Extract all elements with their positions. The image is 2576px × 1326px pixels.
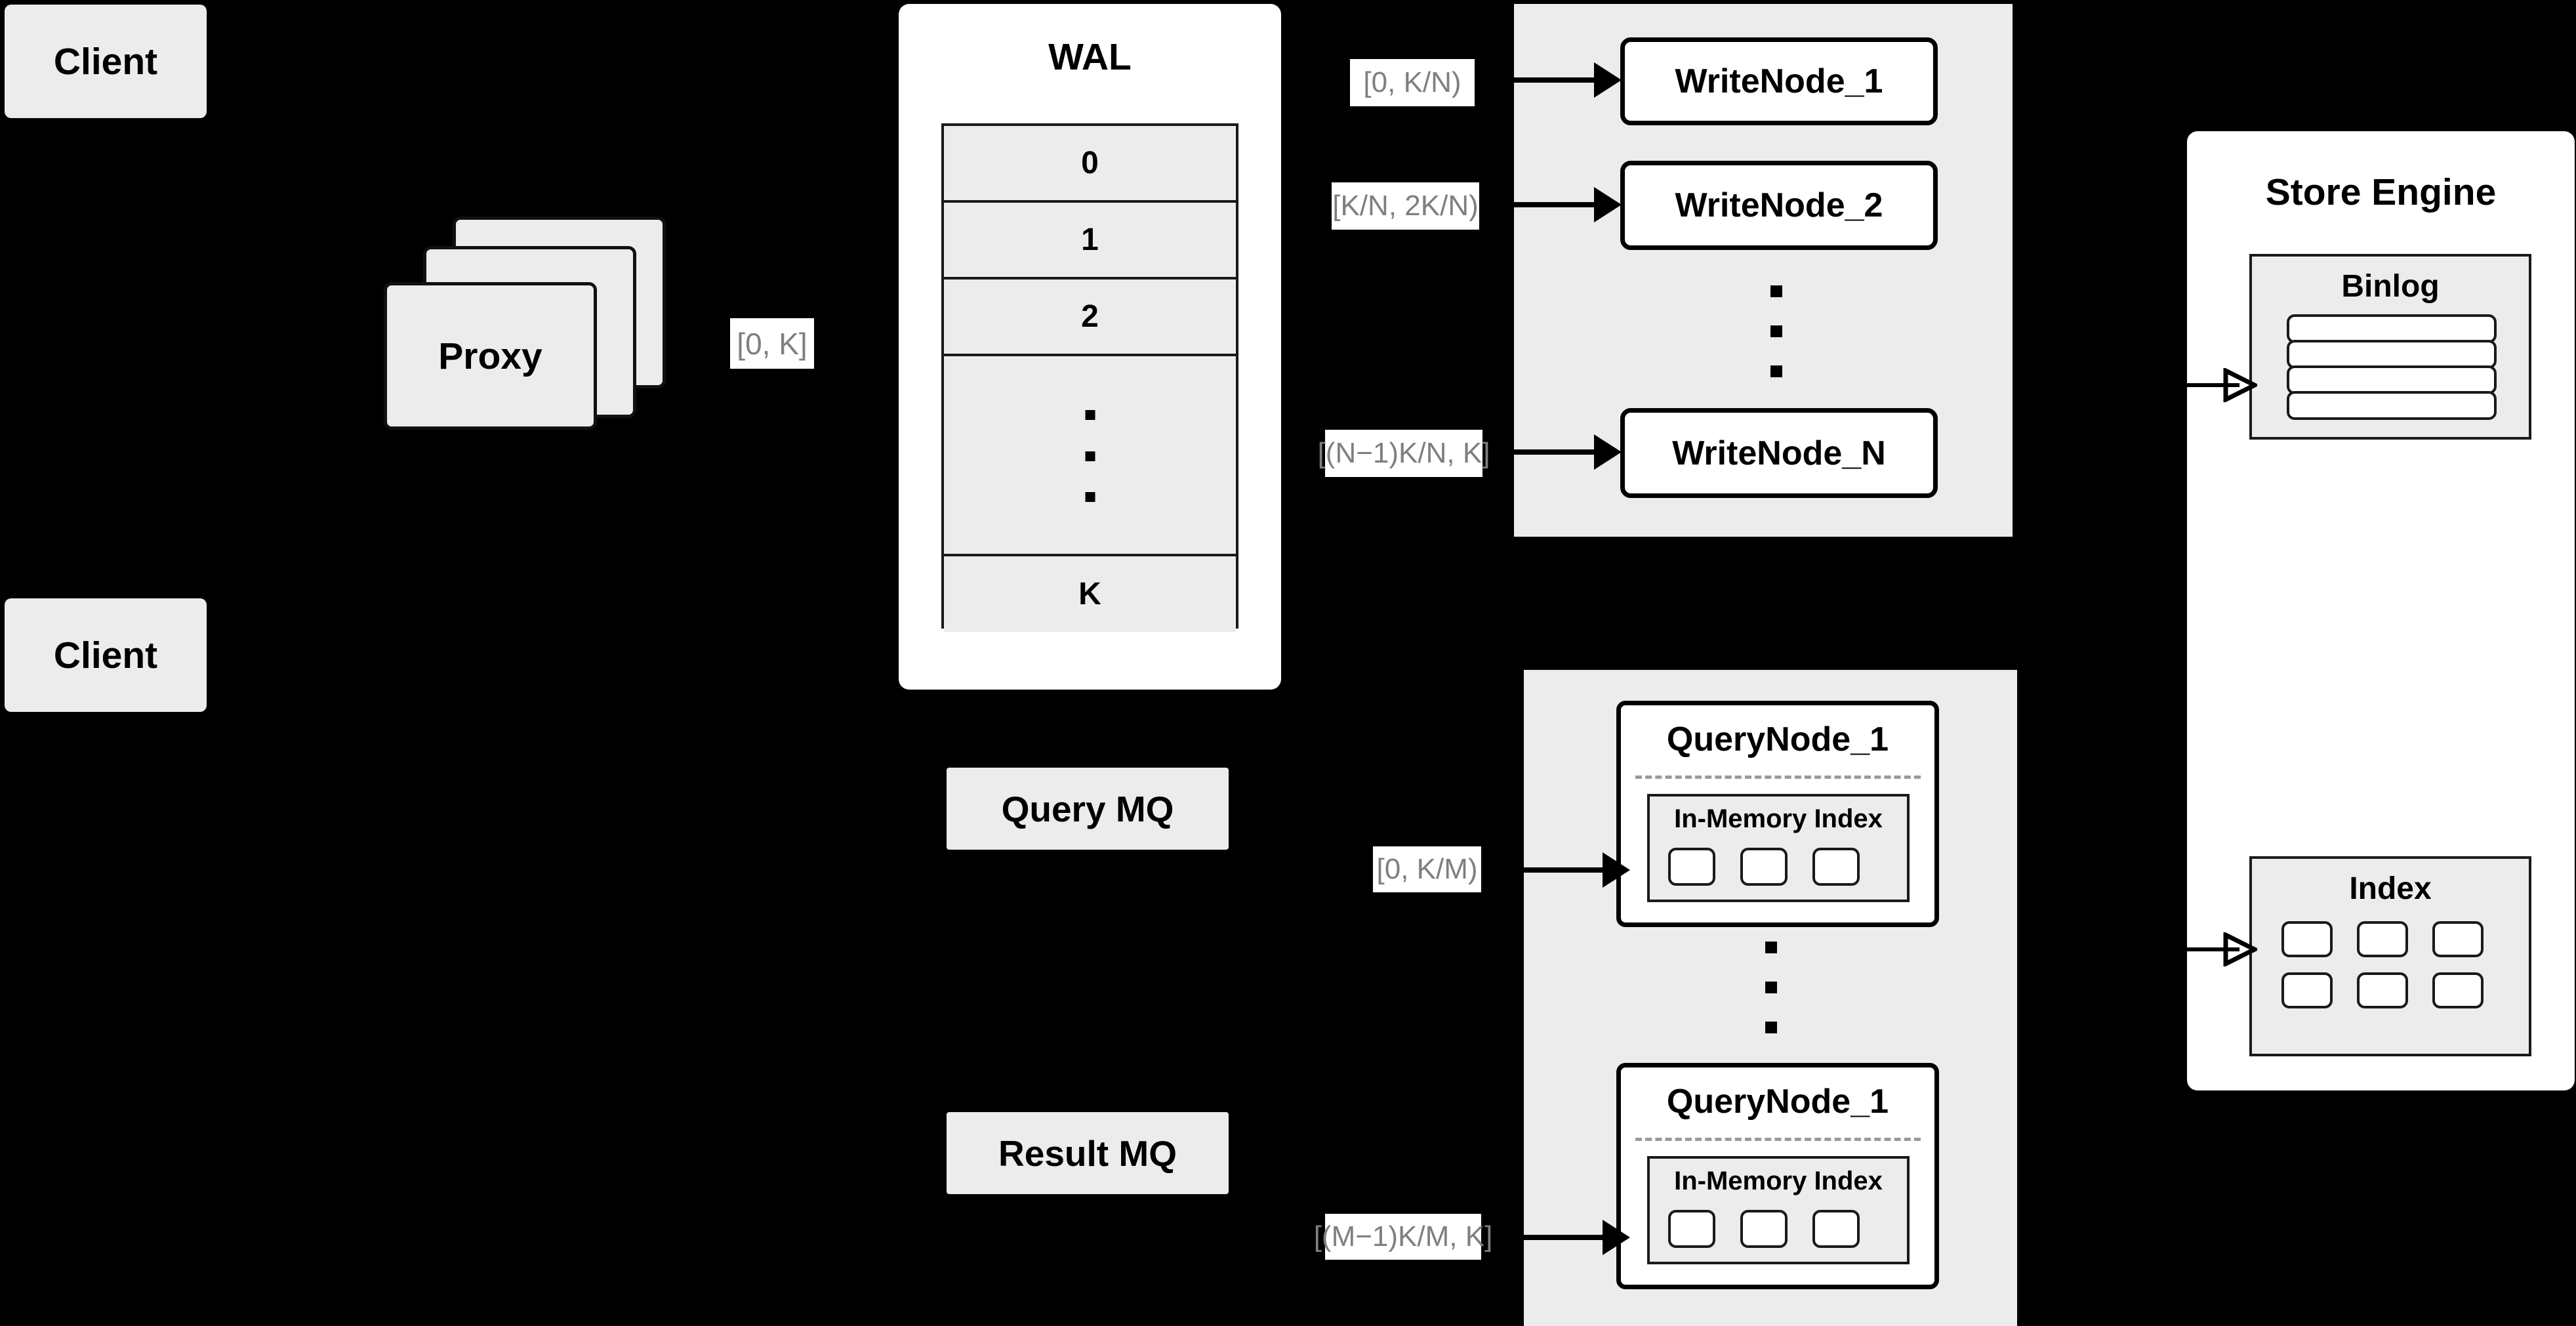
- query-arrow-head-2: [1603, 1220, 1630, 1255]
- index-slot[interactable]: [1812, 848, 1860, 886]
- store-engine-title: Store Engine: [2265, 171, 2497, 213]
- binlog-row[interactable]: [2287, 340, 2497, 369]
- binlog-row[interactable]: [2287, 365, 2497, 394]
- index-slot[interactable]: [1668, 848, 1715, 886]
- query-node-2-title: QueryNode_1: [1666, 1083, 1889, 1121]
- query-node-2-divider: [1635, 1138, 1921, 1141]
- index-slot[interactable]: [1740, 848, 1788, 886]
- write-cluster-vertical-ellipsis-icon: [1770, 285, 1783, 377]
- write-arrow-line-2: [1514, 202, 1606, 207]
- query-node-2-index-title: In-Memory Index: [1674, 1167, 1883, 1195]
- store-index-slot[interactable]: [2432, 972, 2484, 1008]
- result-mq-label: Result MQ: [998, 1132, 1177, 1174]
- client-label-1: Client: [53, 40, 158, 83]
- query-arrow-line-2: [1524, 1235, 1616, 1240]
- wal-row-ellipsis: [944, 356, 1236, 556]
- query-node-1-title: QueryNode_1: [1666, 720, 1889, 758]
- result-mq-box[interactable]: Result MQ: [947, 1112, 1229, 1194]
- binlog-arrow-head-open-icon: [2223, 368, 2257, 402]
- store-index-slot[interactable]: [2432, 921, 2484, 957]
- index-arrow-head-open-icon: [2223, 932, 2257, 966]
- proxy-range-label: [0, K]: [730, 318, 814, 369]
- query-node-1[interactable]: QueryNode_1 In-Memory Index: [1616, 701, 1939, 927]
- wal-title: WAL: [1048, 36, 1132, 78]
- proxy-box[interactable]: Proxy: [384, 282, 597, 430]
- write-arrow-head-n: [1594, 434, 1622, 470]
- index-slot[interactable]: [1668, 1210, 1715, 1248]
- wal-row-2[interactable]: 2: [944, 280, 1236, 356]
- client-box-2[interactable]: Client: [5, 598, 207, 712]
- query-range-label-2: [(M−1)K/M, K]: [1314, 1214, 1492, 1260]
- query-cluster-vertical-ellipsis-icon: [1765, 942, 1778, 1033]
- client-box-1[interactable]: Client: [5, 5, 207, 118]
- index-box: Index: [2249, 856, 2531, 1056]
- write-arrow-line-1: [1514, 77, 1606, 83]
- query-arrow-head-1: [1603, 852, 1630, 888]
- client-label-2: Client: [53, 634, 158, 676]
- binlog-row[interactable]: [2287, 314, 2497, 343]
- query-node-2[interactable]: QueryNode_1 In-Memory Index: [1616, 1063, 1939, 1289]
- index-title: Index: [2349, 871, 2432, 906]
- wal-row-1[interactable]: 1: [944, 203, 1236, 280]
- query-arrow-line-1: [1524, 867, 1616, 873]
- query-range-label-1: [0, K/M): [1373, 846, 1481, 892]
- binlog-box: Binlog: [2249, 254, 2531, 440]
- write-node-n[interactable]: WriteNode_N: [1620, 408, 1938, 498]
- wal-row-container: 0 1 2 K: [941, 123, 1238, 632]
- index-slot[interactable]: [1812, 1210, 1860, 1248]
- write-arrow-head-1: [1594, 62, 1622, 98]
- write-range-label-n: [(N−1)K/N, K]: [1318, 430, 1490, 477]
- query-mq-box[interactable]: Query MQ: [947, 768, 1229, 850]
- query-node-1-index-title: In-Memory Index: [1674, 804, 1883, 833]
- write-arrow-line-n: [1514, 449, 1606, 455]
- write-range-label-1: [0, K/N): [1350, 59, 1475, 106]
- query-node-2-inmemory-index: In-Memory Index: [1647, 1156, 1910, 1264]
- binlog-row[interactable]: [2287, 391, 2497, 420]
- index-arrow-line: [2187, 947, 2239, 951]
- store-index-slot[interactable]: [2357, 921, 2408, 957]
- query-node-1-divider: [1635, 776, 1921, 779]
- index-slot[interactable]: [1740, 1210, 1788, 1248]
- proxy-label: Proxy: [438, 335, 542, 377]
- query-node-1-inmemory-index: In-Memory Index: [1647, 794, 1910, 902]
- store-index-slot[interactable]: [2281, 972, 2333, 1008]
- store-index-slot[interactable]: [2357, 972, 2408, 1008]
- write-arrow-head-2: [1594, 187, 1622, 222]
- write-node-2[interactable]: WriteNode_2: [1620, 161, 1938, 250]
- wal-row-K[interactable]: K: [944, 556, 1236, 632]
- wal-panel: WAL 0 1 2 K: [899, 4, 1281, 690]
- wal-vertical-ellipsis-icon: [1085, 410, 1095, 502]
- store-engine-panel: Store Engine Binlog Index: [2187, 131, 2575, 1090]
- query-mq-label: Query MQ: [1001, 788, 1174, 829]
- write-range-label-2: [K/N, 2K/N): [1332, 182, 1479, 230]
- write-node-1[interactable]: WriteNode_1: [1620, 37, 1938, 125]
- wal-row-0[interactable]: 0: [944, 126, 1236, 203]
- binlog-arrow-line: [2187, 383, 2239, 387]
- binlog-title: Binlog: [2341, 269, 2440, 304]
- store-index-slot[interactable]: [2281, 921, 2333, 957]
